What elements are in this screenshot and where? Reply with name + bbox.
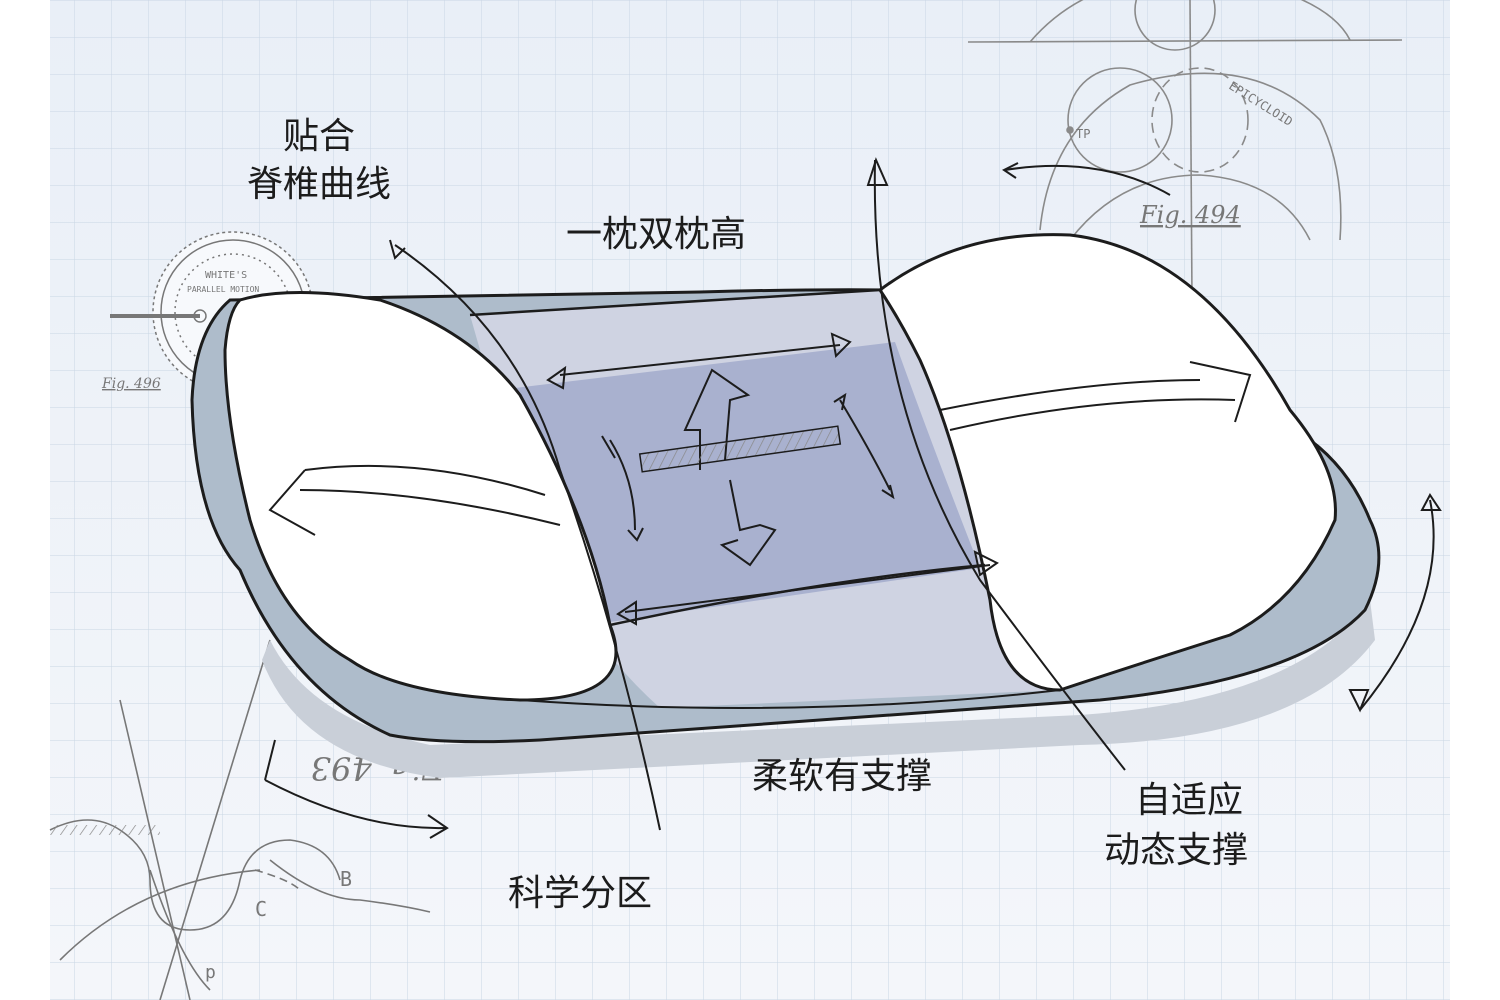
fig-496-label: Fig. 496	[101, 376, 161, 392]
letter-p: p	[205, 962, 216, 983]
label-adaptive-line1: 自适应	[1135, 780, 1243, 821]
tp-label: TP	[1076, 127, 1090, 141]
label-spine-line2: 脊椎曲线	[247, 164, 391, 205]
gear-brand: WHITE'S	[205, 270, 247, 281]
gear-text: PARALLEL MOTION	[187, 285, 259, 294]
label-soft-support: 柔软有支撑	[752, 756, 932, 797]
label-spine-line1: 贴合	[283, 116, 355, 157]
letter-b: B	[340, 867, 352, 891]
fig-494-label: Fig. 494	[1139, 201, 1241, 229]
label-adaptive-line2: 动态支撑	[1104, 830, 1248, 871]
label-dual-height: 一枕双枕高	[566, 214, 746, 255]
label-zones: 科学分区	[508, 873, 652, 914]
letter-c: C	[255, 897, 267, 921]
